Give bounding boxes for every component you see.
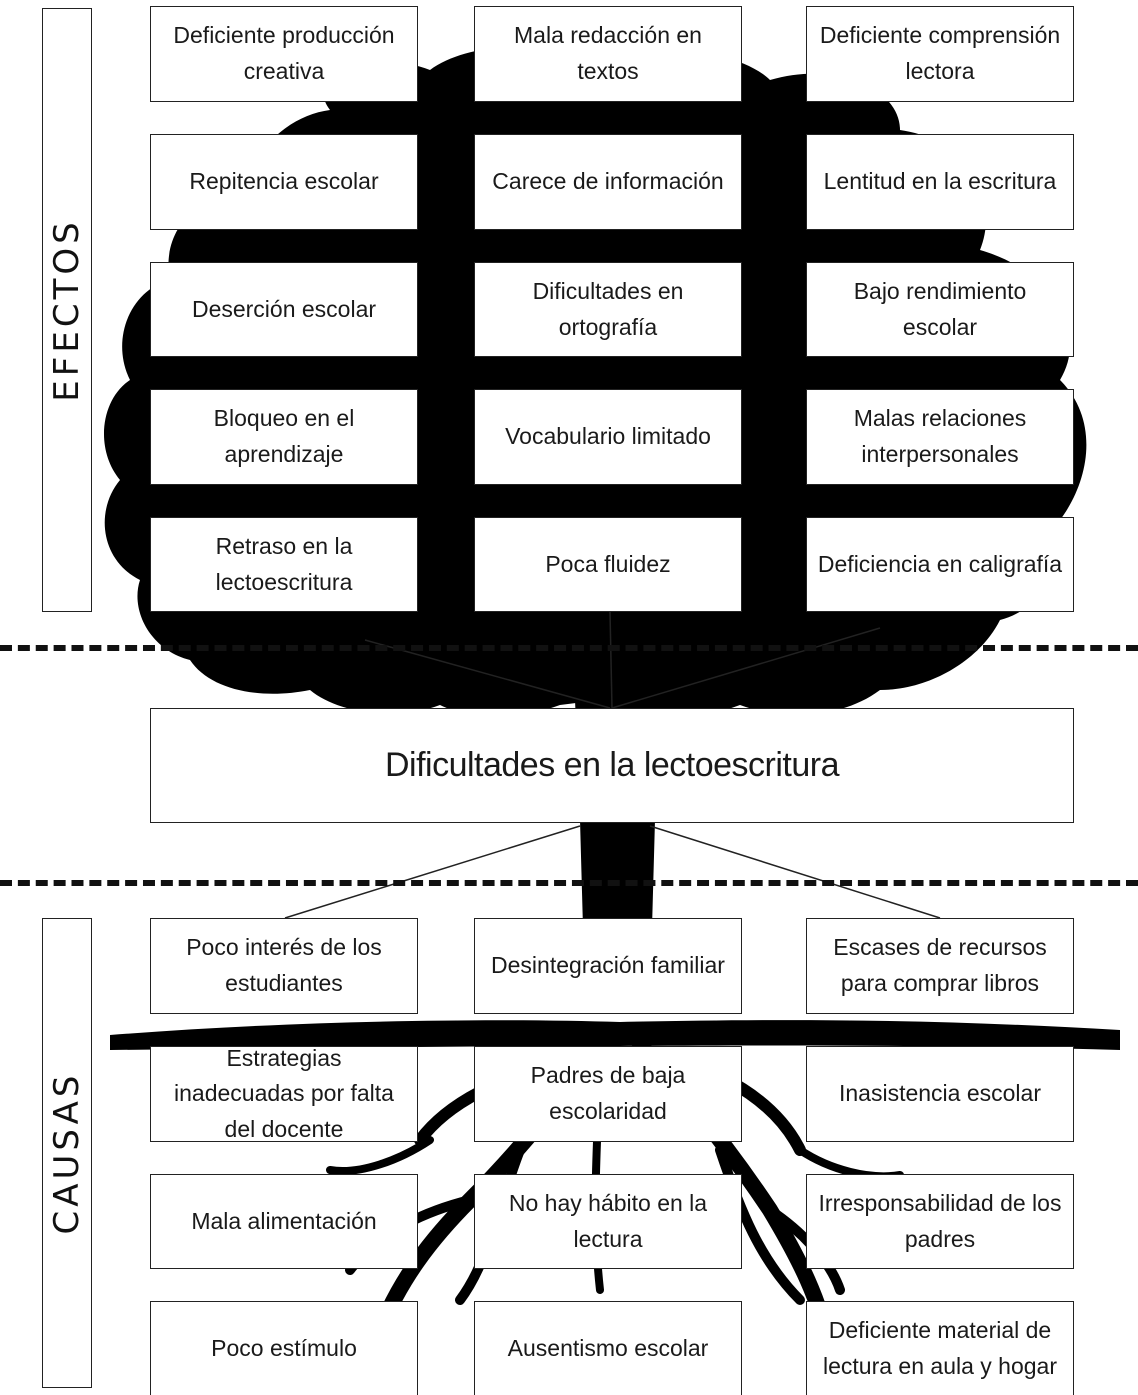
effect-box: Vocabulario limitado (474, 389, 742, 485)
effect-box: Mala redacción en textos (474, 6, 742, 102)
effect-box: Deficiencia en caligrafía (806, 517, 1074, 612)
effect-box: Deserción escolar (150, 262, 418, 357)
effect-box: Carece de información (474, 134, 742, 230)
effect-box: Poca fluidez (474, 517, 742, 612)
causes-divider (0, 880, 1138, 886)
effect-box: Deficiente comprensión lectora (806, 6, 1074, 102)
effect-box: Bajo rendimiento escolar (806, 262, 1074, 357)
cause-box: Desintegración familiar (474, 918, 742, 1014)
cause-box: Deficiente material de lectura en aula y… (806, 1301, 1074, 1395)
effect-box: Deficiente producción creativa (150, 6, 418, 102)
tree-ground (110, 1020, 1120, 1050)
cause-box: Poco interés de los estudiantes (150, 918, 418, 1014)
cause-box: Padres de baja escolaridad (474, 1046, 742, 1142)
cause-box: Poco estímulo (150, 1301, 418, 1395)
central-problem-box: Dificultades en la lectoescritura (150, 708, 1074, 823)
effect-box: Retraso en la lectoescritura (150, 517, 418, 612)
effects-label-box: EFECTOS (42, 8, 92, 612)
cause-box: Ausentismo escolar (474, 1301, 742, 1395)
cause-box: No hay hábito en la lectura (474, 1174, 742, 1269)
cause-box: Inasistencia escolar (806, 1046, 1074, 1142)
effects-divider (0, 645, 1138, 651)
causes-label: CAUSAS (47, 1071, 87, 1235)
effect-box: Dificultades en ortografía (474, 262, 742, 357)
connector-lines (284, 611, 941, 919)
cause-box: Escases de recursos para comprar libros (806, 918, 1074, 1014)
causes-label-box: CAUSAS (42, 918, 92, 1388)
effects-label: EFECTOS (47, 218, 87, 402)
effect-box: Repitencia escolar (150, 134, 418, 230)
cause-box: Estrategias inadecuadas por falta del do… (150, 1045, 418, 1142)
cause-box: Mala alimentación (150, 1174, 418, 1269)
effect-box: Lentitud en la escritura (806, 134, 1074, 230)
effect-box: Bloqueo en el aprendizaje (150, 389, 418, 485)
effect-box: Malas relaciones interpersonales (806, 389, 1074, 485)
cause-box: Irresponsabilidad de los padres (806, 1174, 1074, 1269)
